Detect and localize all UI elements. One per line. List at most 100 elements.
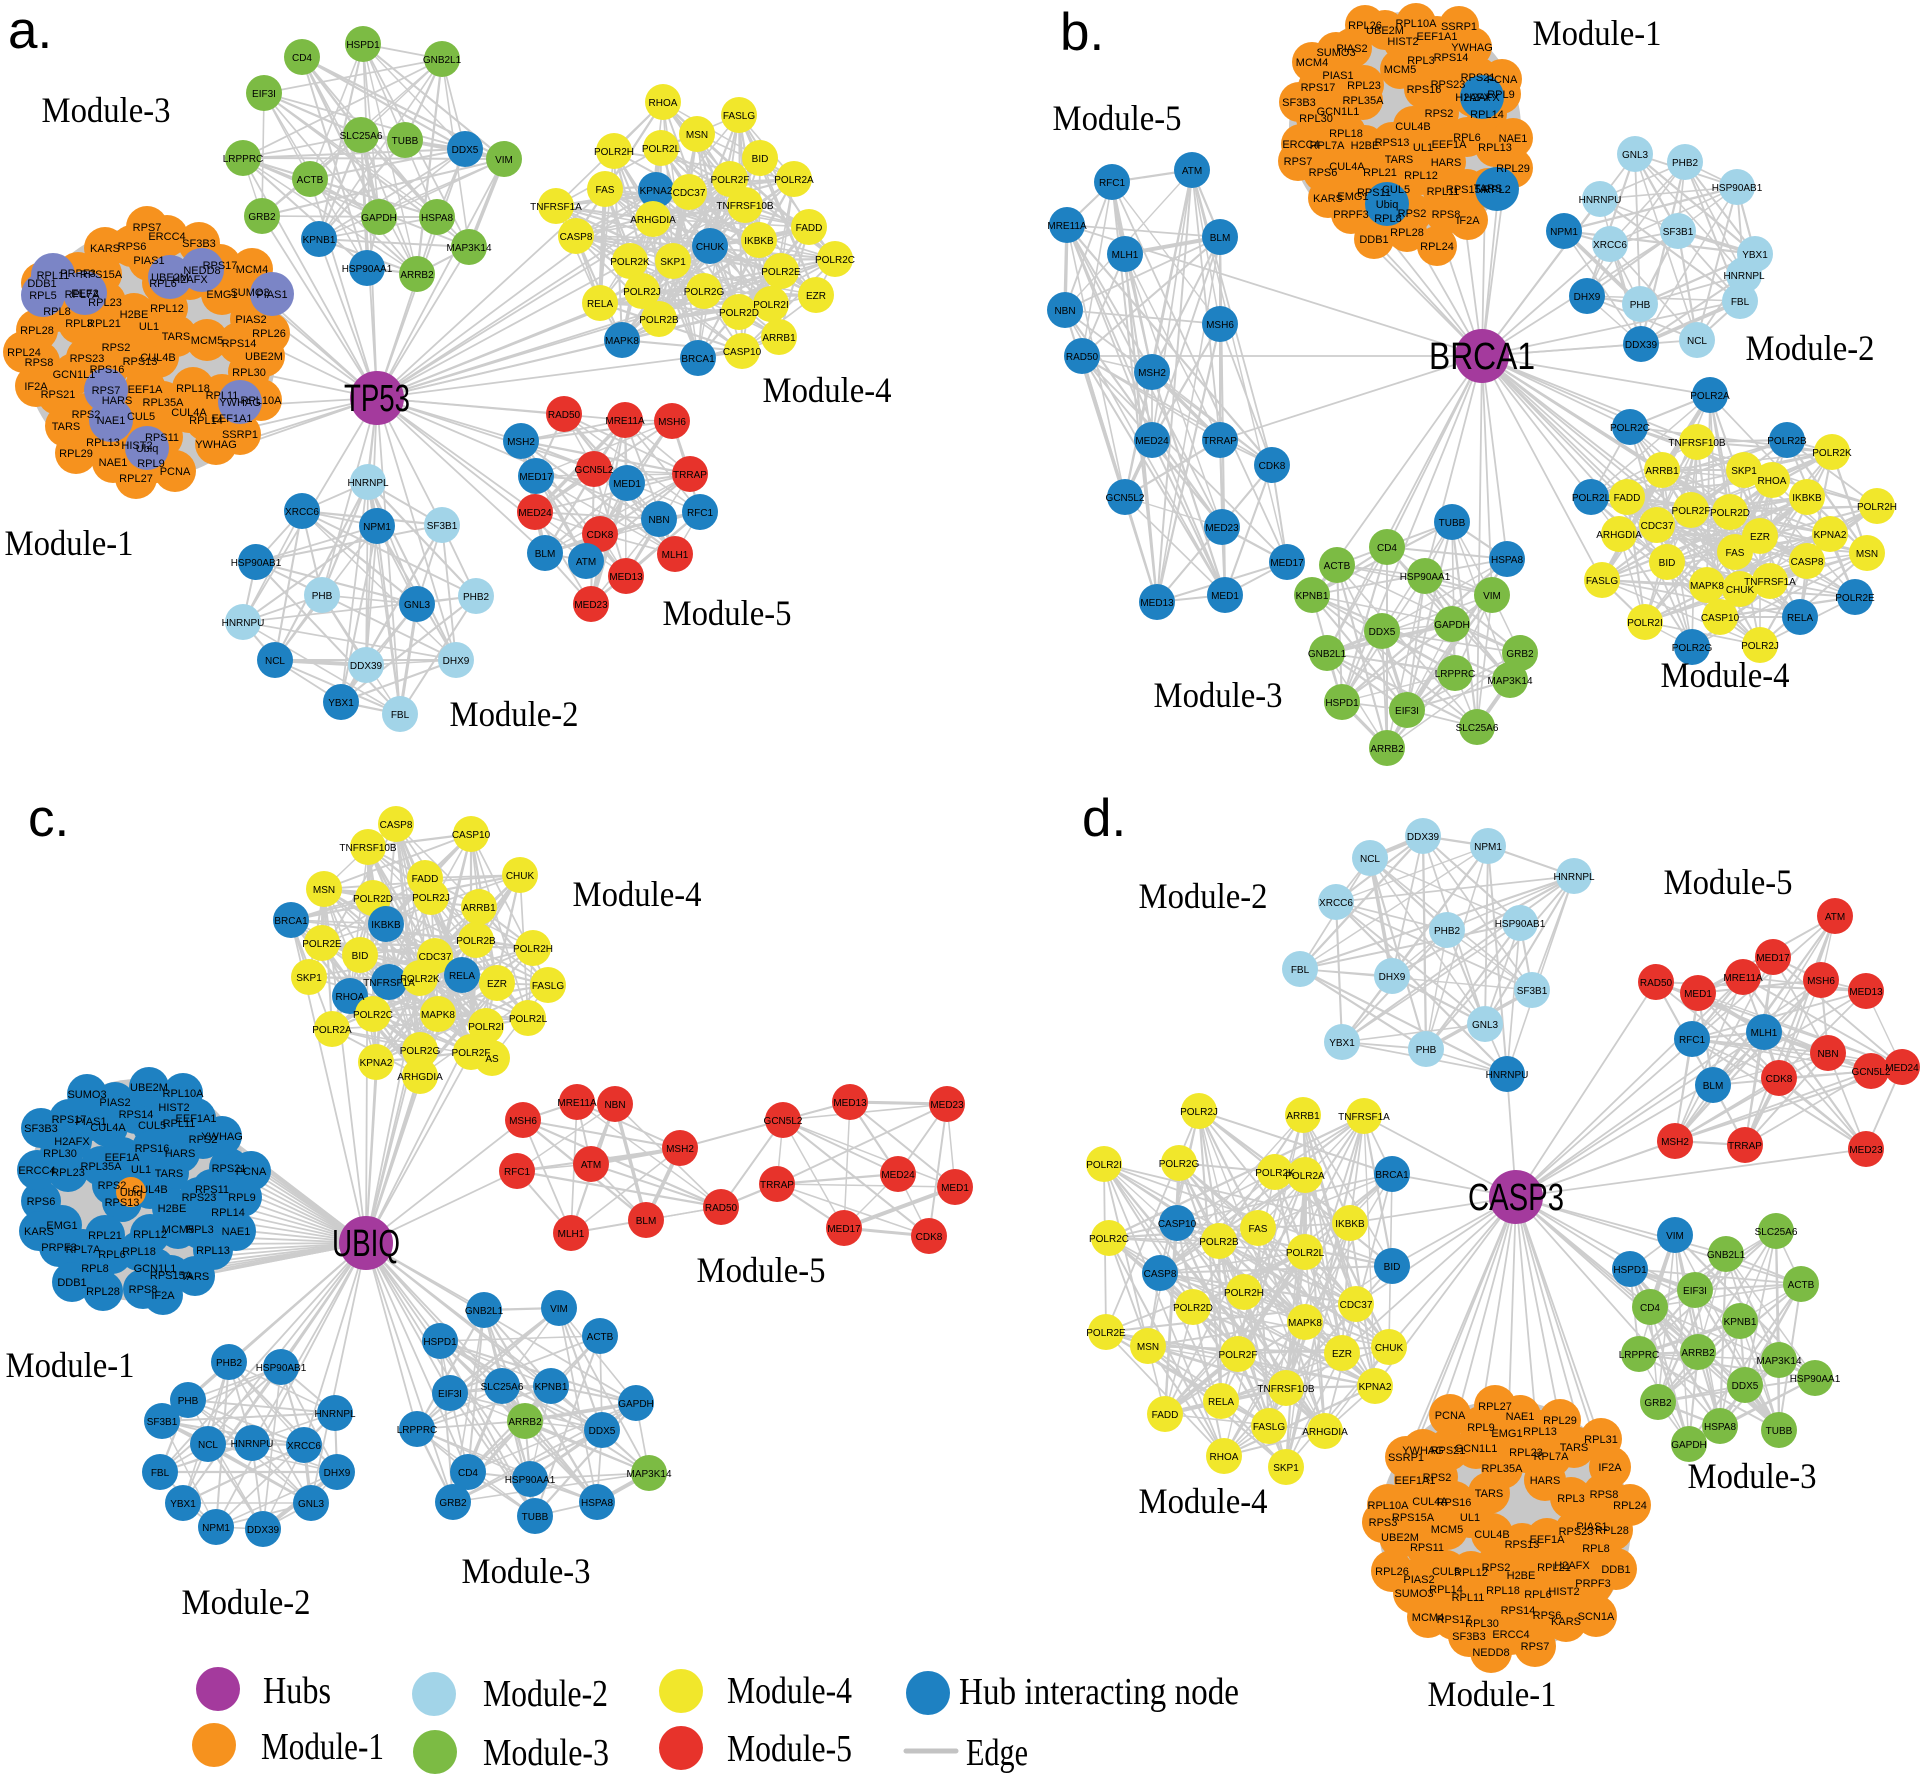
svg-text:MAP3K14: MAP3K14 <box>1487 676 1532 687</box>
svg-text:Module-1: Module-1 <box>6 1345 135 1385</box>
svg-text:Module-2: Module-2 <box>182 1582 311 1622</box>
svg-text:RPL10A: RPL10A <box>163 1088 205 1100</box>
svg-text:POLR2E: POLR2E <box>1835 593 1875 604</box>
svg-text:RPS21: RPS21 <box>41 389 76 401</box>
svg-text:SF3B1: SF3B1 <box>147 1417 178 1428</box>
svg-text:CASP10: CASP10 <box>723 347 762 358</box>
svg-text:SCN1A: SCN1A <box>1578 1611 1615 1623</box>
svg-text:DHX9: DHX9 <box>1574 292 1601 303</box>
svg-text:GAPDH: GAPDH <box>361 213 397 224</box>
svg-text:CUL4A: CUL4A <box>90 1122 126 1134</box>
svg-text:CD4: CD4 <box>1640 1303 1660 1314</box>
svg-text:EIF3I: EIF3I <box>1395 706 1419 717</box>
svg-text:RPL6: RPL6 <box>98 1249 126 1261</box>
svg-text:BLM: BLM <box>636 1216 657 1227</box>
svg-text:GCN5L2: GCN5L2 <box>1852 1067 1891 1078</box>
svg-text:MSH2: MSH2 <box>666 1144 694 1155</box>
svg-text:RPS16: RPS16 <box>1407 84 1442 96</box>
svg-text:HNRNPL: HNRNPL <box>1723 271 1765 282</box>
svg-text:RPS14: RPS14 <box>1501 1605 1536 1617</box>
svg-text:FBL: FBL <box>391 710 410 721</box>
svg-text:POLR2E: POLR2E <box>1086 1328 1126 1339</box>
svg-text:HARS: HARS <box>1530 1475 1561 1487</box>
svg-text:TRRAP: TRRAP <box>760 1180 794 1191</box>
svg-text:RPS2: RPS2 <box>1482 1562 1511 1574</box>
svg-text:Hub interacting node: Hub interacting node <box>959 1671 1239 1713</box>
svg-text:BRCA1: BRCA1 <box>681 354 715 365</box>
svg-text:POLR2I: POLR2I <box>1086 1160 1122 1171</box>
svg-text:RPL3: RPL3 <box>186 1224 214 1236</box>
svg-text:IKBKB: IKBKB <box>744 236 774 247</box>
svg-text:RPL18: RPL18 <box>1486 1585 1520 1597</box>
svg-text:SF3B1: SF3B1 <box>427 521 458 532</box>
svg-text:NCL: NCL <box>1687 336 1707 347</box>
svg-text:SUMO3: SUMO3 <box>230 287 269 299</box>
svg-text:PHB2: PHB2 <box>463 592 490 603</box>
svg-text:YBX1: YBX1 <box>1742 250 1768 261</box>
svg-text:RPS2: RPS2 <box>102 342 131 354</box>
svg-text:CDK8: CDK8 <box>587 530 614 541</box>
svg-text:MSN: MSN <box>1856 549 1878 560</box>
svg-text:DHX9: DHX9 <box>324 1468 351 1479</box>
svg-text:MED23: MED23 <box>574 600 608 611</box>
svg-text:EEF1A: EEF1A <box>105 1152 141 1164</box>
svg-text:NAE1: NAE1 <box>99 457 128 469</box>
svg-text:Module-4: Module-4 <box>1139 1481 1268 1521</box>
svg-text:MED13: MED13 <box>833 1098 867 1109</box>
svg-text:HSP90AA1: HSP90AA1 <box>342 264 393 275</box>
svg-text:Module-2: Module-2 <box>1139 876 1268 916</box>
svg-text:NAE1: NAE1 <box>1506 1411 1535 1423</box>
svg-text:RPS7: RPS7 <box>1284 156 1313 168</box>
svg-text:POLR2I: POLR2I <box>753 300 789 311</box>
svg-text:CUL5: CUL5 <box>127 411 155 423</box>
svg-text:ACTB: ACTB <box>587 1332 614 1343</box>
svg-text:CUL5: CUL5 <box>1432 1566 1460 1578</box>
svg-text:RPS11: RPS11 <box>1357 187 1391 199</box>
svg-text:POLR2K: POLR2K <box>400 974 440 985</box>
svg-text:TARS: TARS <box>1474 183 1503 195</box>
svg-text:IKBKB: IKBKB <box>371 920 401 931</box>
svg-text:HNRNPL: HNRNPL <box>314 1409 356 1420</box>
svg-text:DDB1: DDB1 <box>27 278 56 290</box>
svg-text:MCM5: MCM5 <box>162 1224 194 1236</box>
svg-text:MAPK8: MAPK8 <box>421 1010 455 1021</box>
svg-text:HNRNPU: HNRNPU <box>231 1439 274 1450</box>
svg-text:RPL23: RPL23 <box>1509 1447 1543 1459</box>
svg-text:DDX5: DDX5 <box>589 1426 616 1437</box>
svg-text:RELA: RELA <box>1208 1397 1234 1408</box>
svg-text:CDC37: CDC37 <box>1340 1300 1373 1311</box>
svg-text:YWHAG: YWHAG <box>195 439 237 451</box>
svg-text:H2BE: H2BE <box>120 309 149 321</box>
svg-text:HIST2: HIST2 <box>1548 1586 1579 1598</box>
svg-text:RPL12: RPL12 <box>150 303 184 315</box>
svg-text:RPL30: RPL30 <box>232 367 266 379</box>
svg-text:RHOA: RHOA <box>649 98 678 109</box>
svg-text:RPL6: RPL6 <box>149 278 177 290</box>
svg-text:DDX39: DDX39 <box>1625 340 1658 351</box>
svg-text:MCM4: MCM4 <box>1296 57 1328 69</box>
svg-text:H2AFX: H2AFX <box>54 1136 90 1148</box>
svg-text:MRE11A: MRE11A <box>557 1098 597 1109</box>
svg-text:ARHGDIA: ARHGDIA <box>397 1072 443 1083</box>
svg-text:POLR2A: POLR2A <box>1285 1171 1325 1182</box>
svg-text:VIM: VIM <box>550 1304 568 1315</box>
svg-text:GCN5L2: GCN5L2 <box>575 465 614 476</box>
svg-text:SLC25A6: SLC25A6 <box>481 1382 524 1393</box>
svg-text:RPL26: RPL26 <box>1348 20 1382 32</box>
svg-text:RPS11: RPS11 <box>145 432 179 444</box>
svg-text:UL1: UL1 <box>131 1164 151 1176</box>
svg-text:RPL11: RPL11 <box>1452 1592 1485 1604</box>
svg-text:RPS8: RPS8 <box>25 357 54 369</box>
svg-text:d.: d. <box>1082 789 1126 848</box>
svg-text:RPL12: RPL12 <box>133 1229 167 1241</box>
svg-text:HIST2: HIST2 <box>158 1102 189 1114</box>
svg-text:TRRAP: TRRAP <box>1203 436 1237 447</box>
svg-text:VIM: VIM <box>495 155 513 166</box>
svg-text:RPS11: RPS11 <box>195 1184 229 1196</box>
svg-text:XRCC6: XRCC6 <box>285 507 319 518</box>
svg-text:FBL: FBL <box>1291 965 1310 976</box>
svg-text:Module-2: Module-2 <box>483 1673 608 1715</box>
svg-text:HSPD1: HSPD1 <box>423 1337 457 1348</box>
svg-text:RPL29: RPL29 <box>1543 1415 1577 1427</box>
svg-text:HIST2: HIST2 <box>121 440 152 452</box>
